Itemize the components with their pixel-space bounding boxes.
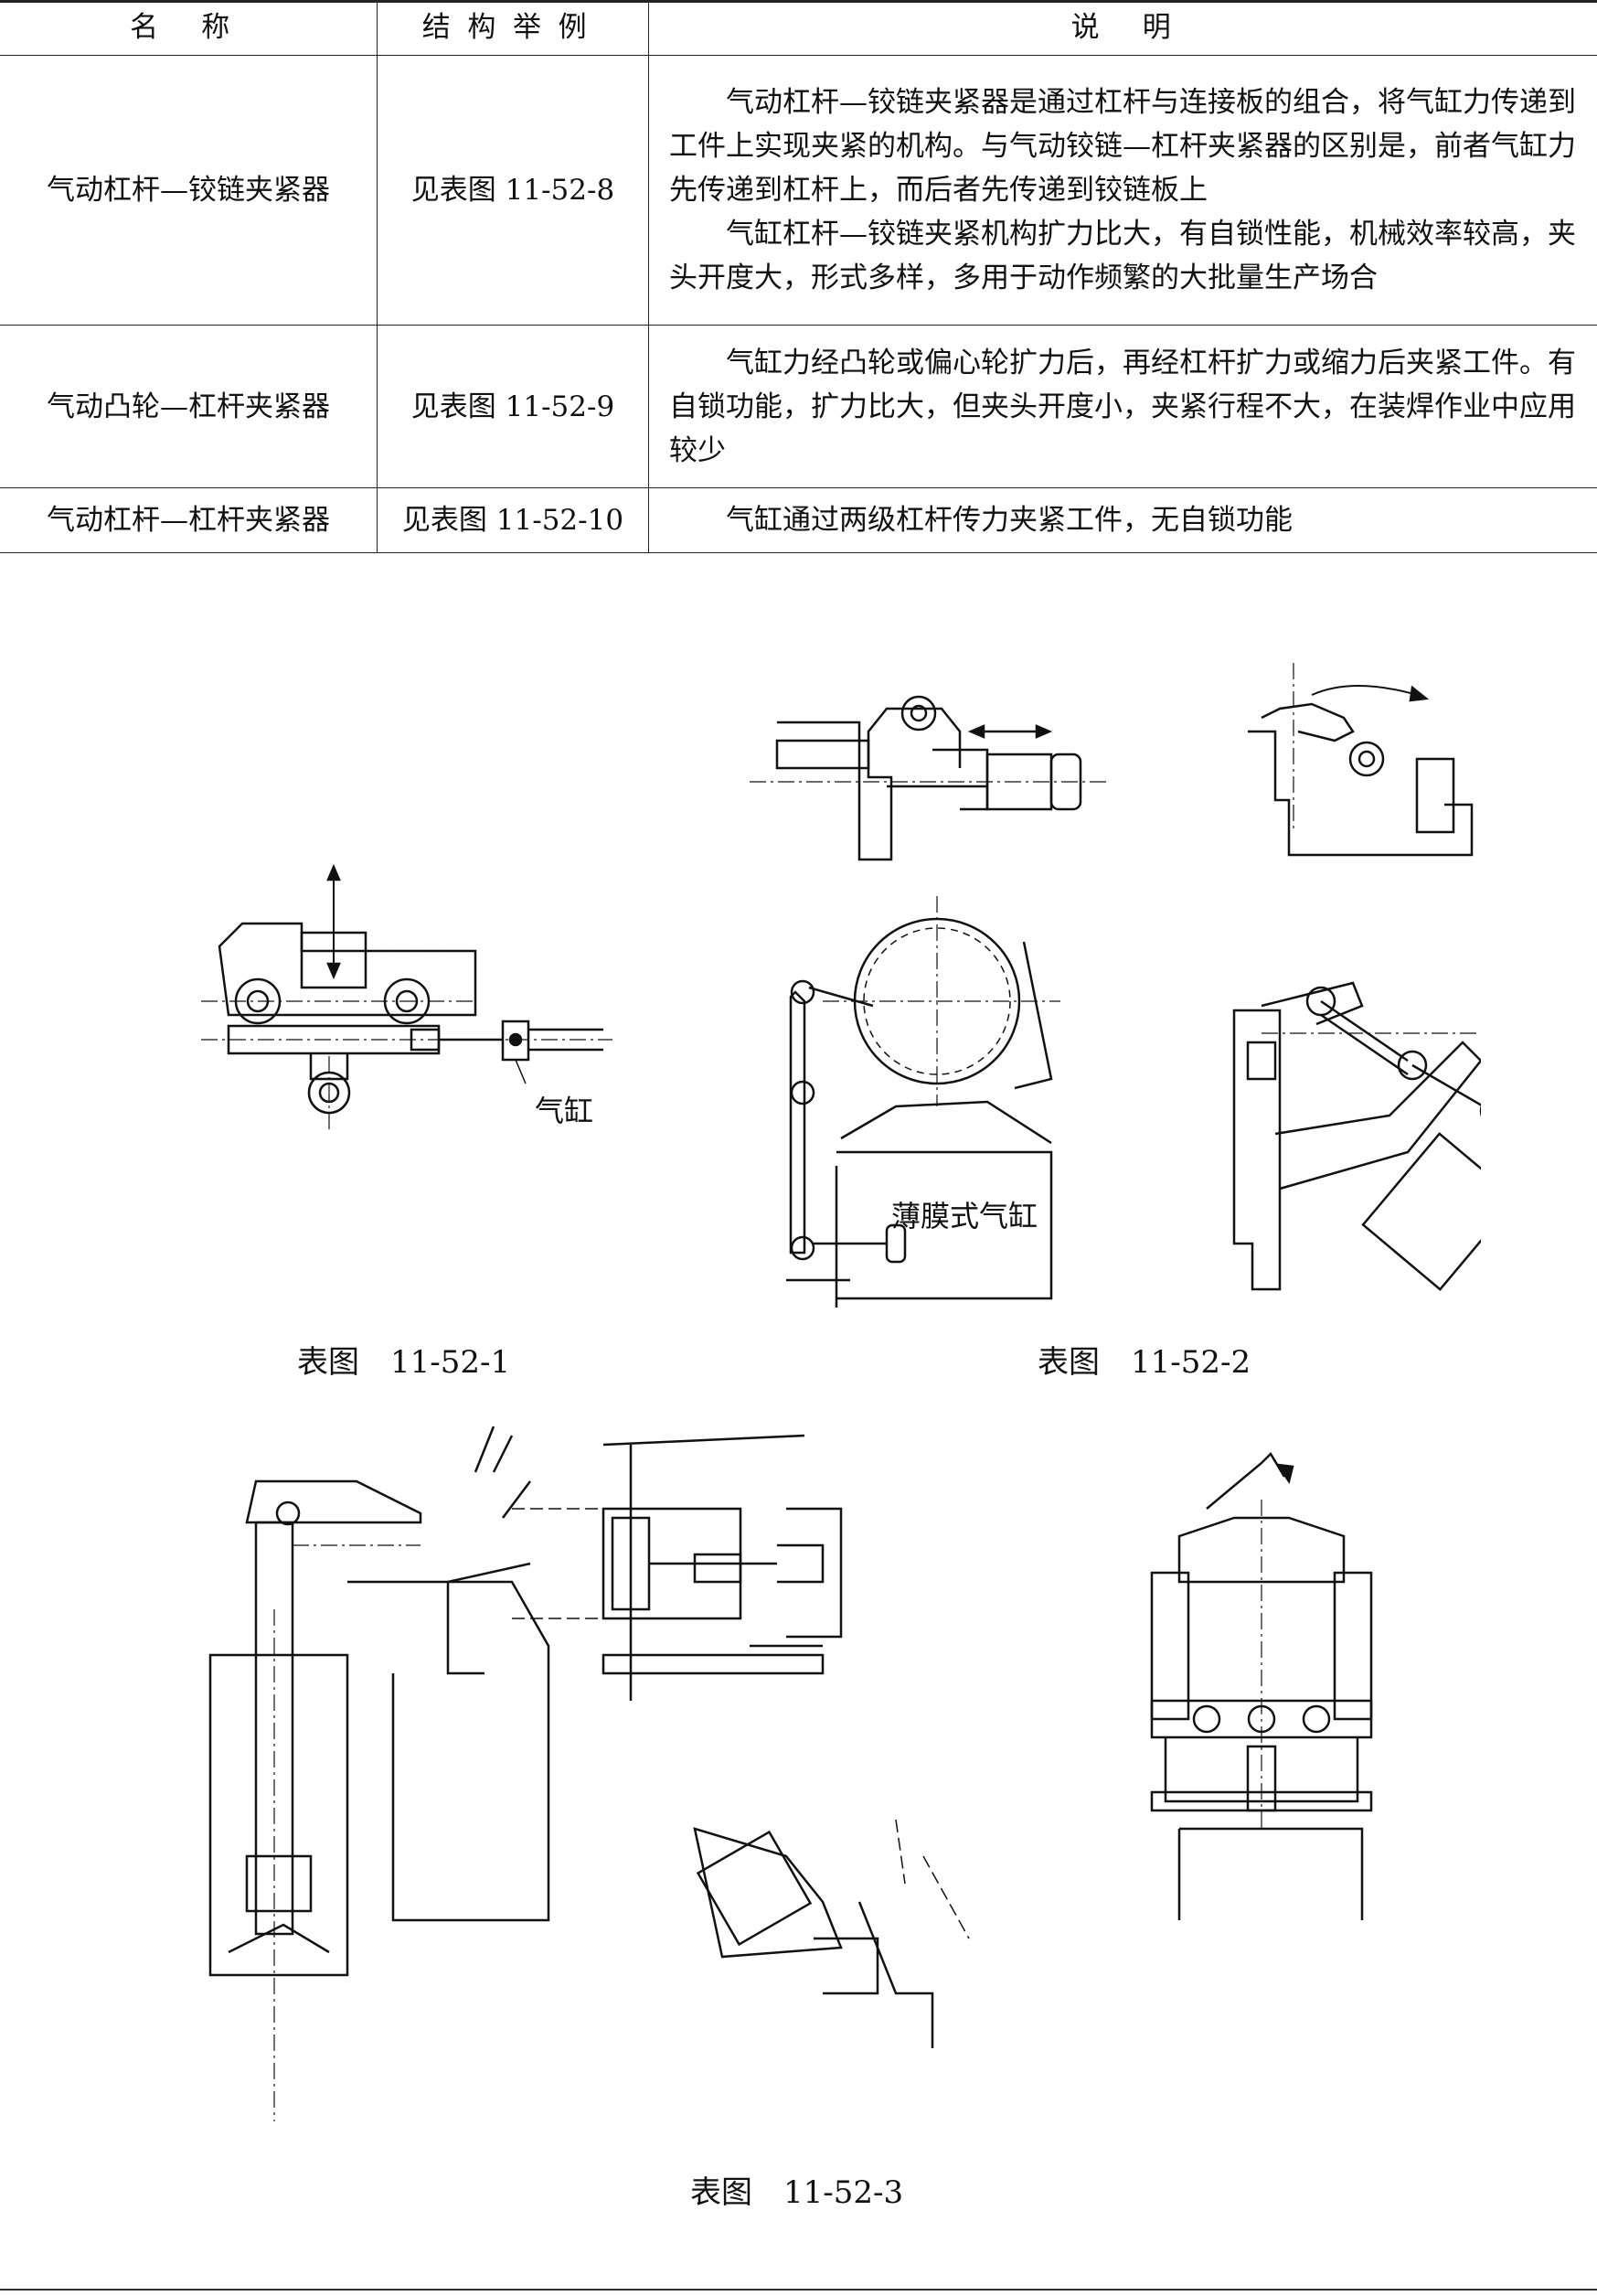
row-desc: 气缸通过两级杠杆传力夹紧工件，无自锁功能 [648, 487, 1597, 553]
row-name: 气动杠杆—铰链夹紧器 [0, 55, 378, 326]
cylinder-label: 气缸 [535, 1094, 594, 1128]
diaphragm-cylinder-label: 薄膜式气缸 [891, 1199, 1038, 1233]
figure-11-52-3-drawing [208, 1426, 1373, 2121]
table-header-row: 名 称 结构举例 说 明 [0, 0, 1597, 56]
table-row: 气动凸轮—杠杆夹紧器 见表图 11-52-9 气缸力经凸轮或偏心轮扩力后，再经杠… [0, 325, 1597, 488]
desc-paragraph: 气缸通过两级杠杆传力夹紧工件，无自锁功能 [726, 504, 1293, 537]
row-name: 气动杠杆—杠杆夹紧器 [0, 487, 378, 553]
caption-fig3: 表图 11-52-3 [690, 2174, 904, 2211]
caption-fig1: 表图 11-52-1 [297, 1344, 511, 1381]
caption-fig2: 表图 11-52-2 [1038, 1344, 1251, 1381]
figure-11-52-1-drawing [201, 863, 612, 1134]
desc-paragraph: 气缸力经凸轮或偏心轮扩力后，再经杠杆扩力或缩力后夹紧工件。有自锁功能，扩力比大，… [669, 346, 1576, 467]
figure-11-52-2-drawing [750, 663, 1481, 1308]
clamp-table: 名 称 结构举例 说 明 气动杠杆—铰链夹紧器 见表图 11-52-8 气动杠杆… [0, 0, 1597, 553]
row-desc: 气缸力经凸轮或偏心轮扩力后，再经杠杆扩力或缩力后夹紧工件。有自锁功能，扩力比大，… [648, 325, 1597, 488]
header-name: 名 称 [0, 0, 378, 56]
table-row: 气动杠杆—杠杆夹紧器 见表图 11-52-10 气缸通过两级杠杆传力夹紧工件，无… [0, 487, 1597, 553]
row-name: 气动凸轮—杠杆夹紧器 [0, 325, 378, 488]
row-desc: 气动杠杆—铰链夹紧器是通过杠杆与连接板的组合，将气缸力传递到工件上实现夹紧的机构… [648, 55, 1597, 326]
desc-paragraph: 气动杠杆—铰链夹紧器是通过杠杆与连接板的组合，将气缸力传递到工件上实现夹紧的机构… [669, 86, 1576, 207]
row-example: 见表图 11-52-8 [377, 55, 649, 326]
desc-paragraph: 气缸杠杆—铰链夹紧机构扩力比大，有自锁性能，机械效率较高，夹头开度大，形式多样，… [669, 218, 1576, 294]
header-desc: 说 明 [648, 0, 1597, 56]
table-row: 气动杠杆—铰链夹紧器 见表图 11-52-8 气动杠杆—铰链夹紧器是通过杠杆与连… [0, 55, 1597, 326]
header-example: 结构举例 [377, 0, 649, 56]
row-example: 见表图 11-52-10 [377, 487, 649, 553]
row-example: 见表图 11-52-9 [377, 325, 649, 488]
bottom-rule [0, 2289, 1597, 2291]
